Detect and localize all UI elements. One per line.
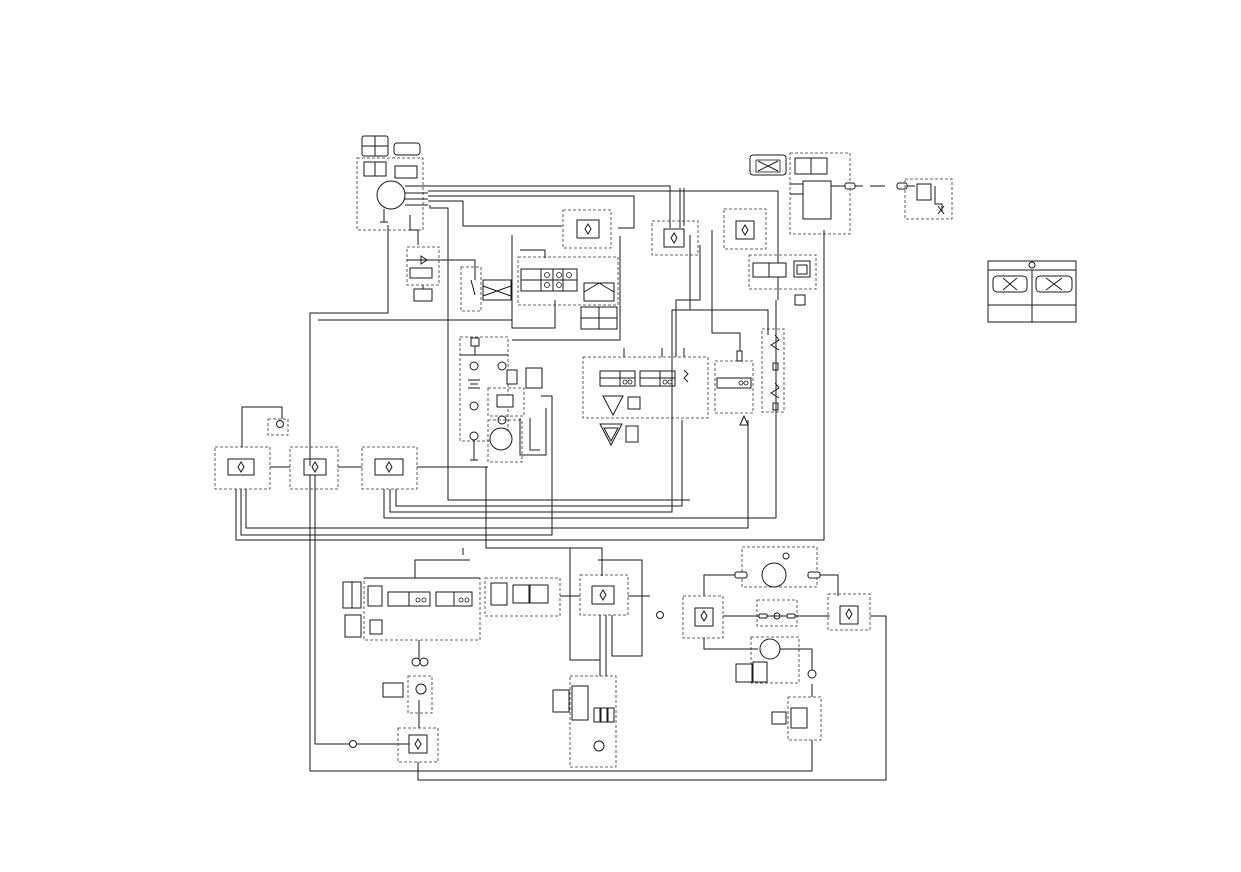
main-switch: [511, 235, 619, 330]
junction-top-3: [723, 208, 767, 250]
generator-assembly: [356, 135, 428, 231]
fuel-pump-section: [682, 546, 871, 741]
main-harness: [235, 225, 825, 772]
battery-fuse-block: [459, 336, 509, 461]
handlebar-switch-right: [512, 235, 709, 500]
generator-symbol: [376, 180, 406, 210]
starter-motor: [487, 419, 523, 463]
junction-top-1: [562, 209, 612, 249]
right-fuse-block: [684, 230, 817, 426]
handlebar-switch-left: [342, 559, 481, 728]
left-junction-row: [214, 406, 488, 490]
starter-relay: [487, 361, 543, 425]
ignition-unit: [749, 152, 915, 235]
ignition-coil: [904, 178, 953, 220]
legend-table: [987, 260, 1077, 323]
relay: [460, 266, 512, 312]
junction-bottom-2: [349, 615, 887, 781]
junction-top-2: [651, 220, 699, 256]
rear-light-assembly: [552, 548, 643, 768]
turn-relay: [484, 577, 580, 617]
rectifier-regulator: [406, 246, 476, 302]
junction-bottom-1: [579, 574, 664, 619]
